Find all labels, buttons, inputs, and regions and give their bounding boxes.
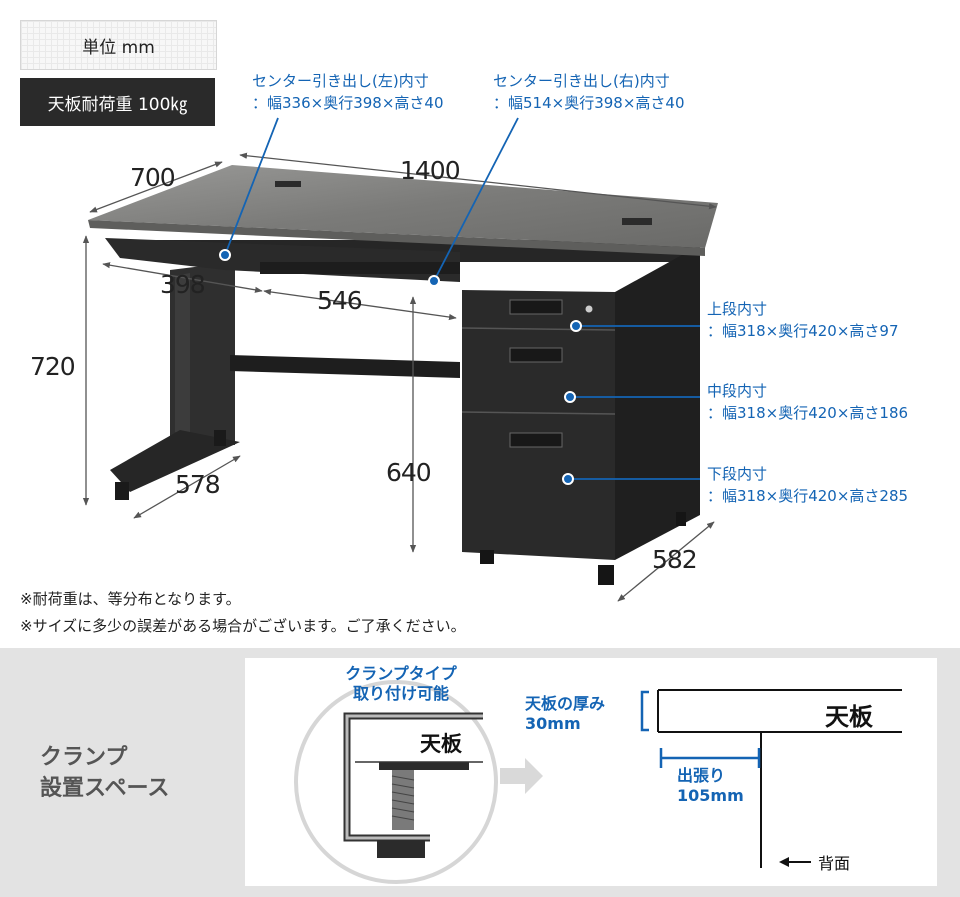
callout-center-left-title: センター引き出し(左)内寸: [252, 72, 429, 90]
load-capacity-label: 天板耐荷重 100㎏: [20, 78, 215, 126]
arrow-right-icon: [500, 758, 543, 794]
dim-depth: 700: [130, 163, 176, 192]
note-load: ※耐荷重は、等分布となります。: [20, 590, 241, 608]
callout-upper: 上段内寸 ：幅318×奥行420×高さ97: [707, 298, 899, 342]
clamp-tenban-label: 天板: [420, 732, 462, 756]
callout-lower: 下段内寸 ：幅318×奥行420×高さ285: [707, 463, 908, 507]
dim-width: 1400: [400, 156, 461, 185]
clamp-type-line2: 取り付け可能: [352, 684, 449, 703]
desk-body: [88, 165, 718, 585]
dim-knee-height: 640: [386, 458, 432, 487]
clamp-dimension-diagram: [640, 689, 902, 868]
overhang-label: 出張り 105mm: [677, 766, 744, 806]
clamp-type-label: クランプタイプ 取り付け可能: [336, 664, 466, 704]
note-tolerance: ※サイズに多少の誤差がある場合がございます。ご了承ください。: [20, 617, 466, 635]
callout-middle-title: 中段内寸: [707, 382, 768, 400]
callout-lower-title: 下段内寸: [707, 465, 768, 483]
overhang-value: 105mm: [677, 786, 744, 805]
callout-center-left-size: ：幅336×奥行398×高さ40: [252, 94, 444, 112]
dim-height: 720: [30, 352, 76, 381]
arrow-left-icon: [779, 857, 789, 867]
clamp-title-line2: 設置スペース: [40, 776, 170, 801]
callout-middle-size: ：幅318×奥行420×高さ186: [707, 404, 909, 422]
dim-leg-depth: 578: [175, 470, 221, 499]
callout-center-left: センター引き出し(左)内寸 ：幅336×奥行398×高さ40: [252, 70, 444, 114]
callout-lower-size: ：幅318×奥行420×高さ285: [707, 487, 909, 505]
clamp-diagram: [294, 680, 902, 884]
thickness-title: 天板の厚み: [525, 694, 606, 713]
clamp-type-line1: クランプタイプ: [345, 664, 457, 683]
callout-upper-size: ：幅318×奥行420×高さ97: [707, 322, 899, 340]
overhang-title: 出張り: [677, 766, 726, 785]
back-label: 背面: [818, 854, 851, 873]
dim-right-drawer: 546: [317, 286, 363, 315]
thickness-value: 30mm: [525, 714, 581, 733]
tenban-label: 天板: [825, 703, 873, 731]
callout-upper-title: 上段内寸: [707, 300, 768, 318]
clamp-icon: [343, 712, 483, 858]
dim-left-drawer: 398: [160, 270, 206, 299]
dim-pedestal-depth: 582: [652, 545, 698, 574]
unit-label: 単位 mm: [20, 20, 217, 70]
desk-illustration: [82, 117, 718, 602]
clamp-section-title: クランプ 設置スペース: [40, 742, 169, 804]
clamp-title-line1: クランプ: [40, 745, 128, 770]
callout-center-right: センター引き出し(右)内寸 ：幅514×奥行398×高さ40: [493, 70, 685, 114]
callout-center-right-title: センター引き出し(右)内寸: [493, 72, 670, 90]
thickness-label: 天板の厚み 30mm: [525, 694, 605, 734]
callout-middle: 中段内寸 ：幅318×奥行420×高さ186: [707, 380, 908, 424]
callout-center-right-size: ：幅514×奥行398×高さ40: [493, 94, 685, 112]
